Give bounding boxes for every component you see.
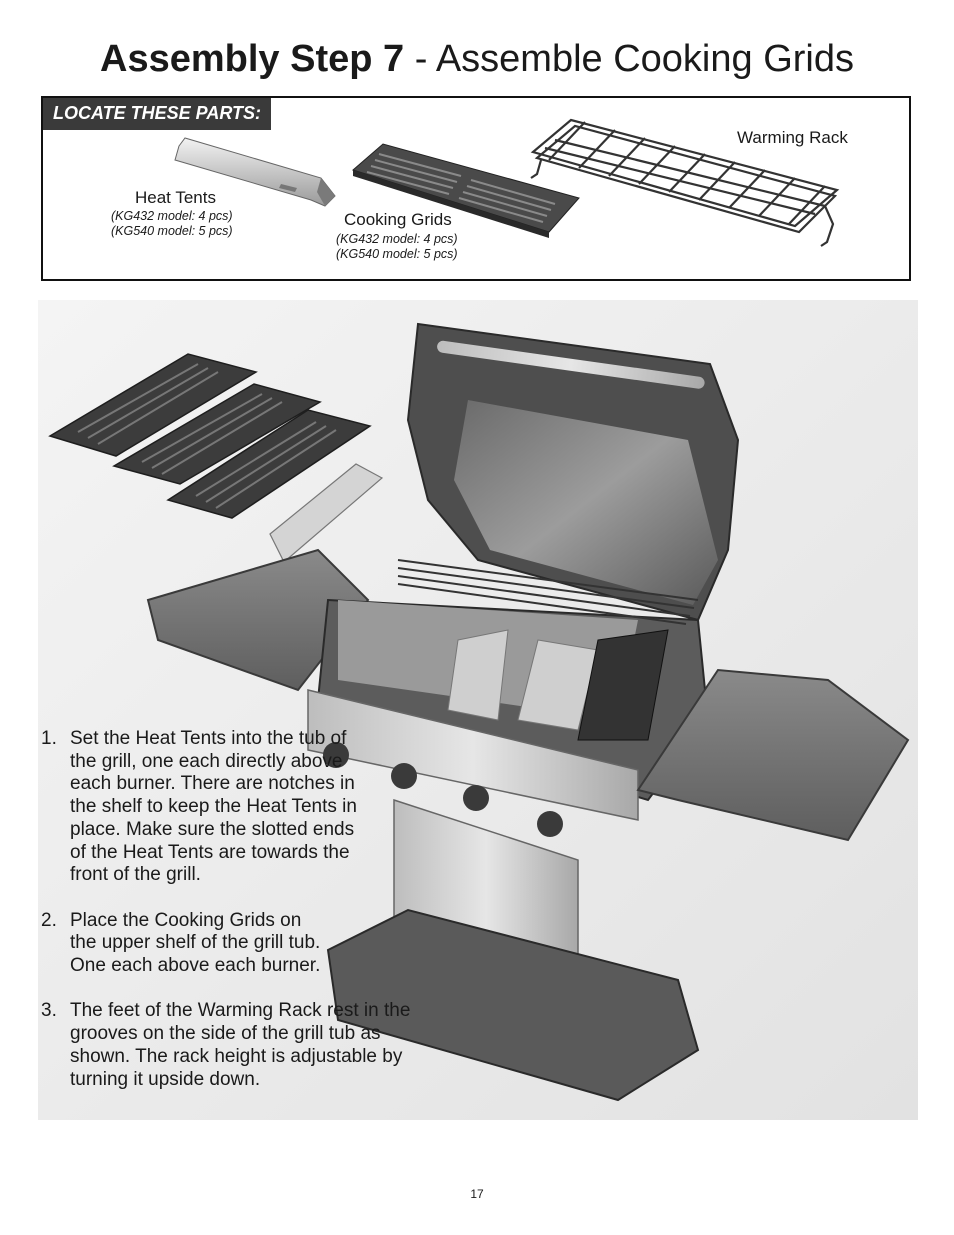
heat-tents-qty-kg432: (KG432 model: 4 pcs) [111,209,233,223]
step-2: 2. Place the Cooking Grids on the upper … [41,910,451,978]
floating-cooking-grids [48,353,372,519]
page-title: Assembly Step 7 - Assemble Cooking Grids [0,36,954,82]
grill-base [326,908,700,1102]
warming-rack-label: Warming Rack [737,128,848,147]
right-side-shelf [636,668,910,842]
heat-tents-qty-kg540: (KG540 model: 5 pcs) [111,224,233,238]
instruction-steps: 1. Set the Heat Tents into the tub of th… [41,728,451,1114]
parts-box: LOCATE THESE PARTS: Heat Tents (KG432 mo… [41,96,911,281]
cooking-grid-illustration [351,143,580,238]
title-step: Assembly Step 7 [100,38,405,80]
control-panel [307,689,639,837]
parts-header: LOCATE THESE PARTS: [43,98,272,130]
grill-assembly-illustration [38,300,918,1120]
heat-tents-label: Heat Tents [135,188,216,207]
step-1: 1. Set the Heat Tents into the tub of th… [41,728,451,887]
cooking-grids-qty-kg432: (KG432 model: 4 pcs) [336,232,458,246]
cooking-grids-label: Cooking Grids [344,210,452,229]
page-number: 17 [470,1187,484,1201]
step-number: 2. [41,909,57,931]
step-text: The feet of the Warming Rack rest in the… [70,1000,411,1090]
warming-rack-illustration [530,118,840,247]
step-text: Set the Heat Tents into the tub of the g… [70,728,357,886]
heat-tent-illustration [174,137,336,207]
step-number: 1. [41,728,57,749]
step-3: 3. The feet of the Warming Rack rest in … [41,1000,451,1091]
floating-heat-tent [269,463,384,563]
cooking-grids-qty-kg540: (KG540 model: 5 pcs) [336,247,458,261]
title-description: - Assemble Cooking Grids [404,38,854,80]
step-text: Place the Cooking Grids on the upper she… [70,909,321,977]
grill-lid [406,322,740,622]
step-number: 3. [41,1000,57,1022]
